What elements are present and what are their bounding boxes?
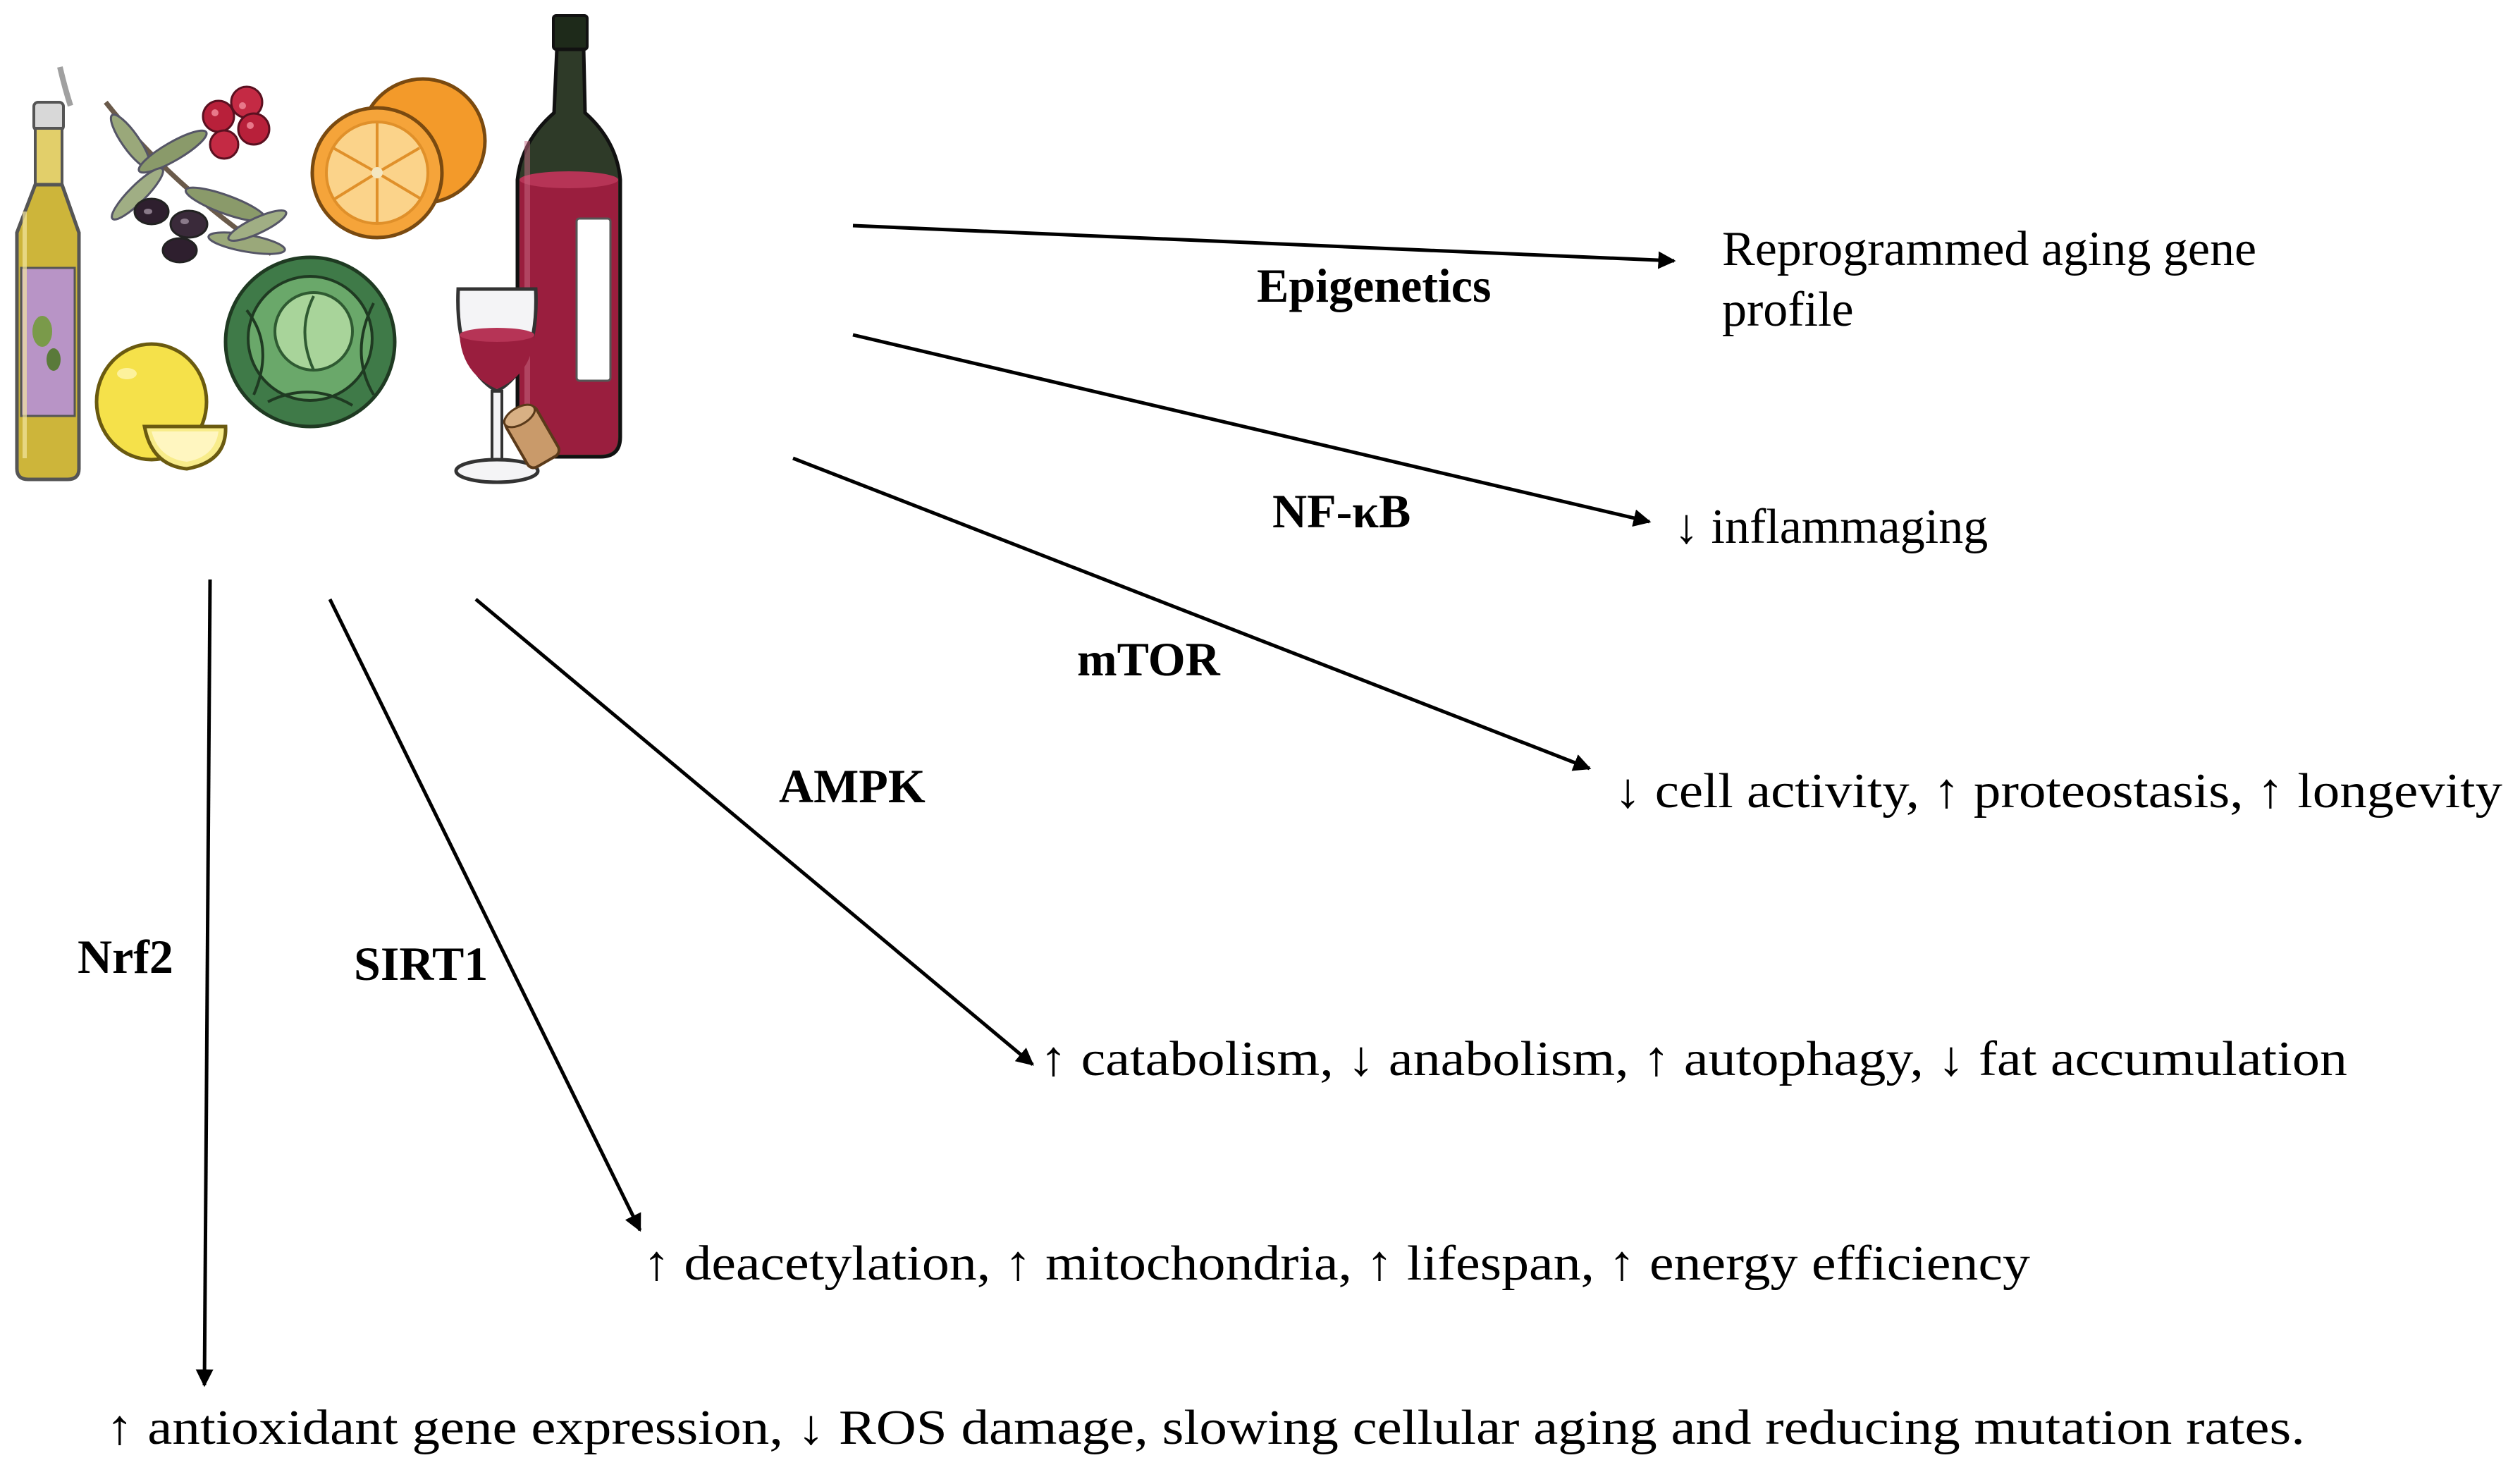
orange-icon <box>310 77 487 240</box>
outcome-ampk: ↑ catabolism, ↓ anabolism, ↑ autophagy, … <box>1040 1032 2347 1086</box>
arrow-ampk <box>474 598 1034 1066</box>
pathway-labels: Epigenetics NF-κB mTOR AMPK SIRT1 Nrf2 <box>78 259 1491 991</box>
lemon-icon <box>94 342 228 471</box>
label-nfkb: NF-κB <box>1272 484 1410 538</box>
mediterranean-food-illustration <box>15 14 622 484</box>
outcome-sirt1: ↑ deacetylation, ↑ mitochondria, ↑ lifes… <box>643 1237 2030 1291</box>
outcome-mtor: ↓ cell activity, ↑ proteostasis, ↑ longe… <box>1614 764 2502 818</box>
label-ampk: AMPK <box>779 759 926 813</box>
label-mtor: mTOR <box>1077 632 1221 686</box>
arrow-nrf2 <box>195 579 214 1387</box>
label-nrf2: Nrf2 <box>78 930 173 983</box>
arrow-nfkb <box>852 333 1652 527</box>
outcome-nfkb: ↓ inflammaging <box>1674 500 1988 554</box>
label-epigenetics: Epigenetics <box>1257 259 1491 312</box>
arrow-mtor <box>792 456 1592 771</box>
arrow-epigenetics <box>852 223 1676 269</box>
olive-branch-icon <box>104 100 288 264</box>
raspberries-icon <box>202 85 271 160</box>
pathway-arrows <box>195 223 1676 1387</box>
pathway-outcomes: Reprogrammed aging gene profile ↓ inflam… <box>106 222 2502 1455</box>
label-sirt1: SIRT1 <box>354 937 488 991</box>
wine-bottle-icon <box>515 14 622 459</box>
wine-glass-icon <box>454 287 540 484</box>
outcome-nrf2: ↑ antioxidant gene expression, ↓ ROS dam… <box>106 1401 2305 1455</box>
outcome-epigenetics-line-1: Reprogrammed aging gene <box>1722 222 2256 276</box>
arrow-sirt1 <box>328 598 642 1232</box>
olive-oil-bottle-icon <box>15 66 81 482</box>
outcome-epigenetics-line-2: profile <box>1722 283 1854 337</box>
cork-icon <box>503 403 560 470</box>
cabbage-icon <box>223 255 397 429</box>
